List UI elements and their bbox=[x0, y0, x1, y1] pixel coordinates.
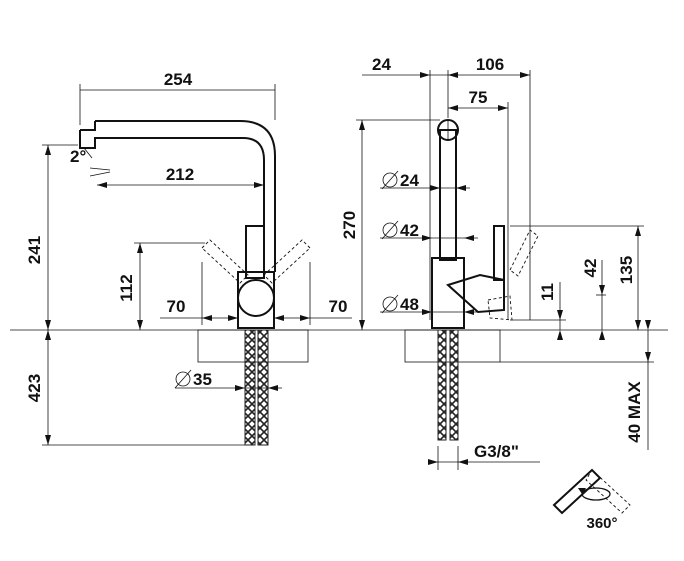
dim-spout-reach: 254 bbox=[164, 70, 193, 89]
dim-total-height: 270 bbox=[340, 211, 359, 239]
dim-spout-inner: 212 bbox=[166, 165, 194, 184]
front-lever bbox=[245, 225, 265, 279]
dim-lever-offset: 42 bbox=[581, 259, 600, 278]
dim-height: 241 bbox=[25, 236, 44, 264]
front-spout bbox=[79, 130, 265, 272]
dim-spout-angle: 2° bbox=[70, 147, 86, 166]
dim-front-reach: 106 bbox=[476, 55, 504, 74]
front-view: 254 212 2° 241 112 70 70 423 bbox=[10, 70, 668, 446]
dim-back-offset: 24 bbox=[372, 55, 391, 74]
dim-lever-right: 70 bbox=[329, 297, 348, 316]
dim-column-diameter: 42 bbox=[400, 221, 419, 240]
dim-lever-gap: 11 bbox=[538, 283, 557, 301]
dim-lever-height-side: 135 bbox=[617, 256, 636, 284]
dim-spout-offset: 75 bbox=[469, 88, 488, 107]
dim-lever-height: 112 bbox=[117, 274, 136, 301]
dim-thread: G3/8" bbox=[474, 442, 519, 461]
side-body bbox=[431, 257, 465, 329]
dim-hose-length: 423 bbox=[25, 374, 44, 402]
front-hose-right bbox=[257, 329, 269, 446]
side-view: 24 106 75 270 24 42 48 135 bbox=[340, 55, 654, 470]
side-hose-right bbox=[449, 329, 459, 441]
front-hose-left bbox=[244, 329, 256, 446]
side-lever bbox=[493, 225, 505, 281]
dim-hole-diameter: 35 bbox=[193, 370, 212, 389]
dim-lever-left: 70 bbox=[167, 297, 186, 316]
dim-spout-diameter: 24 bbox=[400, 171, 419, 190]
rotation-icon: 360° bbox=[552, 468, 631, 532]
dim-deck-thickness: 40 MAX bbox=[625, 381, 644, 443]
rotation-label: 360° bbox=[586, 515, 617, 532]
dim-body-diameter: 48 bbox=[400, 295, 419, 314]
side-spout-column bbox=[439, 129, 457, 261]
side-hose-left bbox=[437, 329, 447, 441]
front-cartridge bbox=[237, 279, 275, 317]
